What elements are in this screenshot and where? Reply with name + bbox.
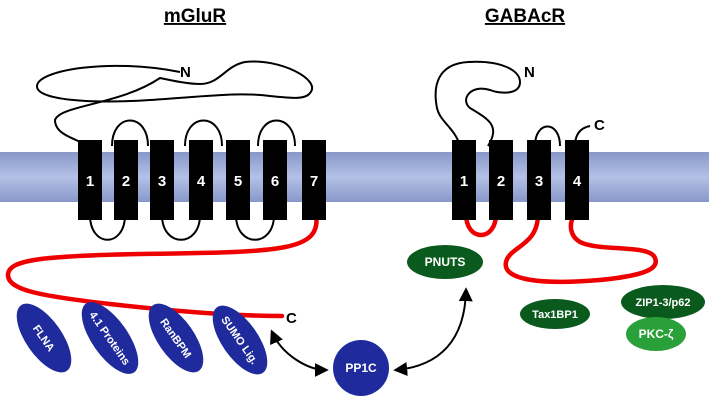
flna-protein: FLNA [16,303,72,373]
gabacr-helix-4 [565,140,589,220]
gabacr-helix-3 [527,140,551,220]
mglur-helix-label-3: 3 [158,173,166,190]
mglur-e-loop-2 [111,119,149,147]
tax1bp1-label: Tax1BP1 [532,309,578,321]
mglur-helix-label-4: 4 [197,173,206,190]
gabacr-helices: 1 2 3 4 [452,140,589,220]
mglur-c-terminal-tail [5,211,319,319]
mglur-e-loop-4 [184,119,223,147]
gabacr-helix-2 [489,140,513,220]
mglur-n-terminus-label: N [180,64,191,81]
zip-p62-label: ZIP1-3/p62 [635,297,690,309]
mglur-i-loop-1 [89,214,126,241]
pnuts-label: PNUTS [425,255,466,269]
mglur-c-terminus-label: C [286,310,297,327]
mglur-helix-3 [150,140,174,220]
gabacr-helix-label-1: 1 [460,173,468,190]
mglur-i-loop-3 [161,214,201,241]
mglur-n-terminal-domain [35,60,313,147]
sumo-pp1c-arrow [270,329,329,377]
mglur-helix-label-6: 6 [271,173,279,190]
gabacr-title: GABAcR [485,6,566,27]
pp1c-pnuts-arrow [393,287,473,376]
gabacr-i-loop-1 [463,213,499,238]
gabacr-helix-label-4: 4 [573,173,582,190]
mglur-helix-label-7: 7 [310,173,318,190]
mglur-helix-label-1: 1 [86,173,94,190]
mglur-i-loop-5 [235,214,275,241]
mglur-title: mGluR [164,6,227,27]
mglur-helix-2 [114,140,138,220]
tax1bp1-protein [520,299,590,329]
gabacr-n-terminal-domain [434,60,522,147]
cell-membrane [0,152,709,202]
pnuts-protein [407,245,483,279]
gabacr-e-loop-2 [534,125,561,147]
pkc-zeta-protein [626,317,686,351]
mglur-helix-label-5: 5 [234,173,242,190]
gabacr-n-terminus-label: N [524,64,535,81]
gabacr-partners: PNUTS Tax1BP1 ZIP1-3/p62 PKC-ζ [407,245,705,351]
mglur-partners: FLNA 4.1 Proteins RanBPM SUMO Lig. [16,302,268,375]
gabacr-helix-1 [452,140,476,220]
mglur-helix-1 [78,140,102,220]
pp1c-label: PP1C [345,361,377,375]
sumo-ligase-protein: SUMO Lig. [212,305,268,375]
mglur-helices: 1 2 3 4 5 6 7 [78,140,326,220]
mglur-helix-5 [226,140,250,220]
gabacr-c-terminus-label: C [594,117,605,134]
gabacr-i-loop-3 [503,211,658,285]
mglur-helix-4 [189,140,213,220]
pkc-zeta-label: PKC-ζ [639,327,674,341]
gabacr-helix-label-3: 3 [535,173,543,190]
mglur-helix-6 [263,140,287,220]
pp1c-protein [333,340,389,396]
mglur-helix-label-2: 2 [122,173,130,190]
mglur-e-loop-6 [257,119,296,147]
zip-p62-protein [621,285,705,319]
mglur-helix-7 [302,140,326,220]
gabacr-helix-label-2: 2 [497,173,505,190]
